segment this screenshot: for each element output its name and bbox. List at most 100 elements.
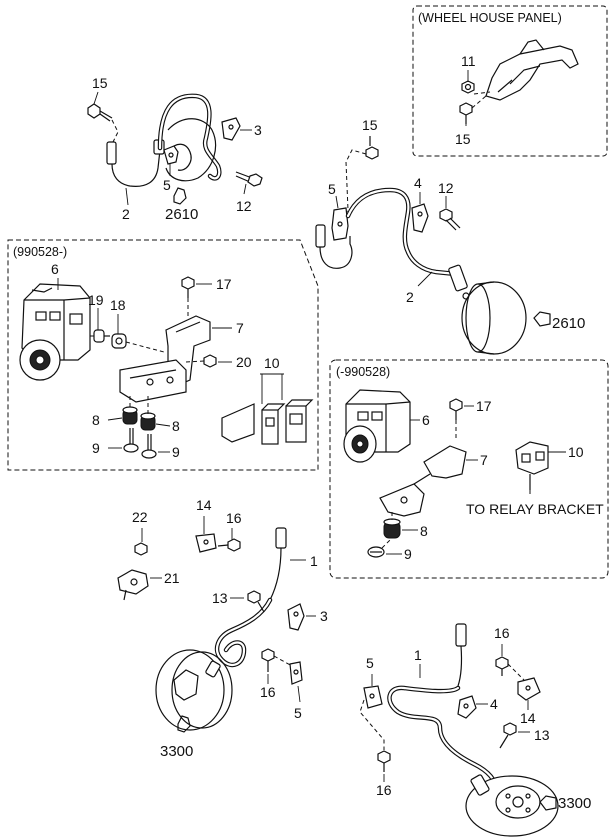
- label-2610-front-left: 2610: [165, 206, 198, 223]
- grommet-19-after: [93, 329, 110, 343]
- bolt-13-rear-right: [499, 722, 517, 749]
- clip-4-front-right: [411, 203, 429, 233]
- label-20-after: 20: [236, 354, 252, 370]
- bolt-9-before: [367, 546, 385, 558]
- bolt-17-before: [449, 398, 463, 420]
- front-left-sensor-group: 15 2 5 3 2610: [87, 75, 263, 223]
- label-17-after: 17: [216, 276, 232, 292]
- relay-bracket-10-before: [515, 441, 549, 490]
- bolt-13-rear-left: [247, 590, 265, 613]
- nut-22-rear-left: [134, 542, 148, 556]
- bolt-16b-rear-right: [377, 750, 391, 772]
- label-11-wheelhouse: 11: [461, 53, 476, 69]
- label-2-front-left: 2: [122, 206, 130, 222]
- bolt-17-after: [181, 276, 195, 298]
- label-9-before: 9: [404, 546, 412, 562]
- drum-3300-rear-left: [155, 649, 233, 731]
- after-990528-section: (990528-) 6 17 19: [7, 239, 319, 471]
- after-990528-title: (990528-): [13, 245, 67, 259]
- sensor-tip-front-right: [448, 264, 470, 300]
- label-9-right-after: 9: [172, 444, 180, 460]
- rear-right-sensor-group: 5 1 4 16: [359, 623, 591, 837]
- label-14-rear-left: 14: [196, 497, 212, 513]
- bolt-15-front-right: [365, 136, 379, 160]
- wheel-sensor-1-rear-left: [269, 527, 287, 601]
- before-990528-section: (-990528) 6 17 7: [329, 359, 609, 579]
- wheel-sensor-2-front-right: [315, 224, 353, 269]
- clip-3-front-left: [221, 117, 241, 141]
- label-2-front-right: 2: [406, 289, 414, 305]
- hub-2610-front-right: [461, 281, 527, 355]
- label-13-rear-right: 13: [534, 727, 550, 743]
- wheel-house-box: [412, 5, 608, 157]
- clip-14-rear-right: [517, 677, 541, 701]
- relay-bracket-note: TO RELAY BRACKET: [466, 501, 604, 517]
- wheel-sensor-1-rear-right: [455, 623, 467, 687]
- bolt-16-rear-right: [495, 656, 509, 676]
- insulator-8-right-after: [140, 412, 156, 431]
- label-1-rear-left: 1: [310, 553, 318, 569]
- bolt-15-front-left: [87, 103, 113, 122]
- label-13-rear-left: 13: [212, 590, 228, 606]
- label-15-front-left: 15: [92, 75, 108, 91]
- label-1-rear-right: 1: [414, 647, 422, 663]
- label-3300-rear-left: 3300: [160, 743, 193, 760]
- nut-20-after: [203, 354, 217, 368]
- label-10-after: 10: [264, 355, 280, 371]
- label-16b-rear-right: 16: [376, 782, 392, 798]
- label-3300-rear-right: 3300: [558, 795, 591, 812]
- label-3-front-left: 3: [254, 122, 262, 138]
- label-6-after: 6: [51, 261, 59, 277]
- label-21-rear-left: 21: [164, 570, 180, 586]
- label-16-rear-right: 16: [494, 625, 510, 641]
- bracket-5-front-left: [163, 145, 179, 165]
- label-5-rear-right: 5: [366, 655, 374, 671]
- after-990528-box: [7, 239, 319, 471]
- disc-3300-rear-right: [465, 774, 559, 837]
- wheel-sensor-2-front-left: [106, 139, 165, 187]
- collar-18-after: [111, 333, 127, 349]
- clip-14-rear-left: [195, 533, 217, 553]
- front-right-sensor-group: 15 5 4: [315, 117, 585, 355]
- label-6-before: 6: [422, 412, 430, 428]
- label-12-front-right: 12: [438, 180, 454, 196]
- label-16-rear-left: 16: [226, 510, 242, 526]
- before-990528-title: (-990528): [336, 365, 390, 379]
- label-19-after: 19: [88, 292, 104, 308]
- label-17-before: 17: [476, 398, 492, 414]
- rear-left-sensor-group: 22 14 16 21 1: [117, 497, 328, 760]
- label-22-rear-left: 22: [132, 509, 148, 525]
- bracket-5-rear-left: [289, 661, 303, 685]
- bracket-7-after: [119, 315, 211, 403]
- label-7-after: 7: [236, 320, 244, 336]
- bolt-9-right-after: [141, 434, 157, 459]
- wheel-house-title: (WHEEL HOUSE PANEL): [418, 11, 562, 25]
- bolt-16-rear-left: [217, 538, 241, 552]
- label-4-front-right: 4: [414, 175, 422, 191]
- label-3-rear-left: 3: [320, 608, 328, 624]
- label-15-wheelhouse: 15: [455, 131, 471, 147]
- wheel-house-panel-section: (WHEEL HOUSE PANEL) 11 15: [412, 5, 608, 157]
- label-4-rear-right: 4: [490, 696, 498, 712]
- label-16b-rear-left: 16: [260, 684, 276, 700]
- label-14-rear-right: 14: [520, 710, 536, 726]
- relay-bracket-10-after: [221, 399, 314, 445]
- label-8-right-after: 8: [172, 418, 180, 434]
- bracket-21-rear-left: [117, 569, 149, 601]
- abs-modulator-6-after: [19, 283, 91, 381]
- clip-3-rear-left: [287, 603, 305, 631]
- bolt-12-front-right: [439, 208, 461, 231]
- label-15-front-right: 15: [362, 117, 378, 133]
- before-990528-box: [329, 359, 609, 579]
- abs-modulator-6-before: [343, 389, 411, 463]
- nut-11: [461, 80, 475, 94]
- label-8-before: 8: [420, 523, 428, 539]
- label-9-left-after: 9: [92, 440, 100, 456]
- bolt-9-left-after: [123, 428, 139, 453]
- insulator-8-before: [383, 518, 401, 539]
- bolt-12-front-left: [235, 171, 263, 187]
- label-5-rear-left: 5: [294, 705, 302, 721]
- label-12-front-left: 12: [236, 198, 252, 214]
- insulator-8-left-after: [122, 406, 138, 425]
